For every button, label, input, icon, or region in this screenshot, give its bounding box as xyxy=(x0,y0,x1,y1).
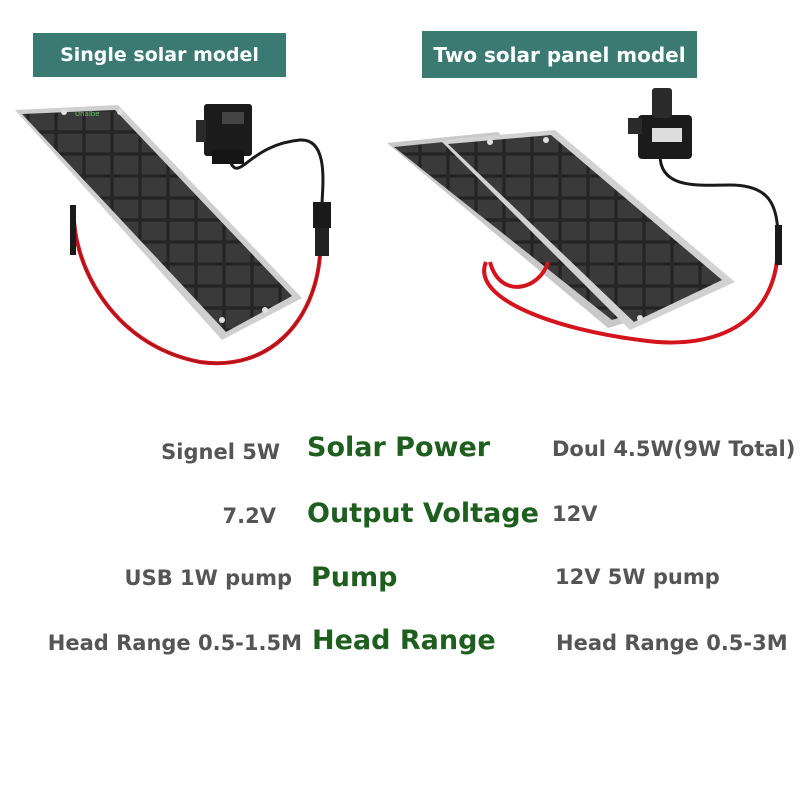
connector-icon xyxy=(313,202,331,256)
double-solar-panel-icon xyxy=(387,130,735,330)
double-model-badge: Two solar panel model xyxy=(422,31,697,78)
output-voltage-label: Output Voltage xyxy=(307,498,539,529)
product-illustration: Unalbe xyxy=(15,88,782,366)
comparison-row-output-voltage: 7.2V Output Voltage 12V xyxy=(0,496,800,536)
single-output-voltage-value: 7.2V xyxy=(222,504,276,528)
solar-power-label: Solar Power xyxy=(307,432,491,463)
single-model-badge: Single solar model xyxy=(33,33,286,77)
comparison-row-head-range: Head Range 0.5-1.5M Head Range Head Rang… xyxy=(0,625,800,665)
head-range-label: Head Range xyxy=(312,625,496,656)
double-solar-power-value: Doul 4.5W(9W Total) xyxy=(552,437,796,461)
single-head-range-value: Head Range 0.5-1.5M xyxy=(47,631,302,655)
double-pump-value: 12V 5W pump xyxy=(555,565,720,589)
double-head-range-value: Head Range 0.5-3M xyxy=(556,631,788,655)
comparison-row-solar-power: Signel 5W Solar Power Doul 4.5W(9W Total… xyxy=(0,432,800,472)
pump-label: Pump xyxy=(311,562,398,593)
single-solar-power-value: Signel 5W xyxy=(161,440,280,464)
panel-brand-label: Unalbe xyxy=(75,110,100,118)
usb-water-pump-icon xyxy=(196,104,252,164)
single-pump-value: USB 1W pump xyxy=(124,566,292,590)
double-output-voltage-value: 12V xyxy=(552,502,598,526)
12v-water-pump-icon xyxy=(628,88,692,159)
comparison-row-pump: USB 1W pump Pump 12V 5W pump xyxy=(0,560,800,600)
single-solar-panel-icon: Unalbe xyxy=(15,105,302,340)
